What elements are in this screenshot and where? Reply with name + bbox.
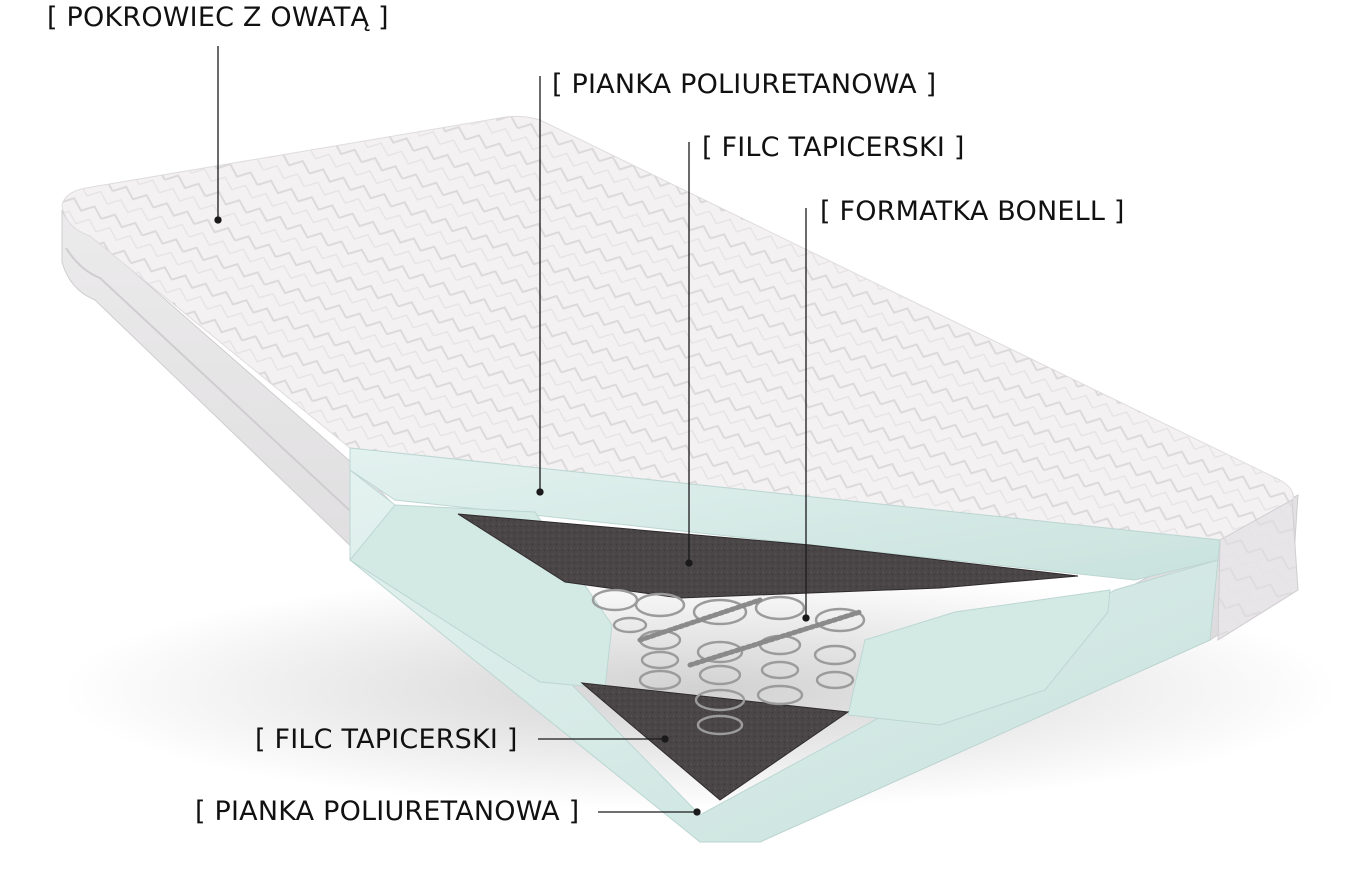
label-cover: [ POKROWIEC Z OWATĄ ] — [47, 2, 389, 33]
felt-layer-top — [457, 513, 1079, 599]
mattress-quilt-pattern — [62, 116, 1294, 541]
bonell-spring-unit — [591, 588, 866, 736]
label-felt-top: [ FILC TAPICERSKI ] — [702, 132, 965, 163]
leader-dot-foam-bottom — [693, 808, 701, 816]
label-felt-bottom: [ FILC TAPICERSKI ] — [255, 724, 518, 755]
foam-side-right — [847, 589, 1111, 726]
felt-layer-bottom — [580, 682, 850, 801]
label-foam-top: [ PIANKA POLIURETANOWA ] — [552, 69, 937, 100]
label-bonell: [ FORMATKA BONELL ] — [820, 196, 1125, 227]
leader-dot-felt-bottom — [661, 735, 669, 743]
mattress-side-seam — [65, 247, 361, 521]
leader-dot-bonell — [802, 614, 810, 622]
leader-dot-cover — [214, 216, 222, 224]
label-foam-bottom: [ PIANKA POLIURETANOWA ] — [195, 796, 580, 827]
mattress-end-quilt — [1218, 500, 1298, 640]
leader-dot-felt-top — [685, 559, 693, 567]
leader-lines — [214, 46, 810, 816]
helical-lacing-wires — [637, 597, 863, 668]
leader-dot-foam-top — [536, 488, 544, 496]
